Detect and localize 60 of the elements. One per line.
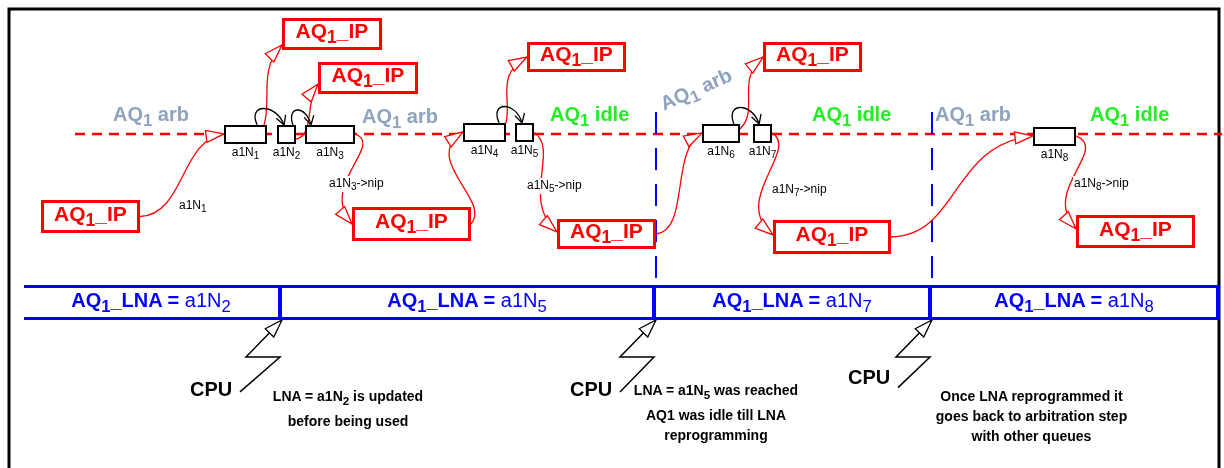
state-label: AQ$_{1}$ idle <box>812 103 892 131</box>
curved-arrow <box>444 131 476 225</box>
state-label: AQ$_{1}$ idle <box>550 103 630 131</box>
loop-arrow <box>496 105 525 124</box>
cpu-label: CPU <box>848 366 898 390</box>
cpu-label: CPU <box>190 378 240 402</box>
register-cell: AQ$_{1}$_LNA = a1N$_{8}$ <box>932 285 1220 320</box>
segment-box <box>702 124 740 161</box>
queue-box: AQ$_{1}$_IP <box>352 207 471 241</box>
segment-label: a1N$_{1}$ <box>231 145 260 162</box>
queue-box: AQ$_{1}$_IP <box>527 42 626 72</box>
segment-label: a1N$_{6}$ <box>707 144 735 161</box>
loop-arrow <box>290 109 314 126</box>
curved-arrow <box>890 133 1034 238</box>
segment-label: a1N$_{2}$ <box>272 145 301 162</box>
segment-box <box>1033 127 1076 164</box>
segment-label: a1N$_{4}$ <box>470 143 499 160</box>
segment-label: a1N$_{3}$ <box>316 145 344 162</box>
segment-label: a1N$_{7}$ <box>748 144 777 161</box>
annotation-note: LNA = a1N$_{2}$ is updated before being used <box>271 387 425 431</box>
segment-box <box>463 123 506 160</box>
curved-arrow <box>263 44 283 126</box>
segment-label: a1N$_{5}$ <box>510 143 539 160</box>
edge-label: a1N$_{3}$->nip <box>328 176 385 193</box>
curved-arrow <box>755 132 780 236</box>
lightning-arrow <box>239 319 283 393</box>
queue-box: AQ$_{1}$_IP <box>41 200 140 233</box>
edge-label: a1N$_{1}$ <box>178 198 208 215</box>
queue-box: AQ$_{1}$_IP <box>318 62 418 94</box>
queue-box: AQ$_{1}$_IP <box>282 18 382 50</box>
register-cell: AQ$_{1}$_LNA = a1N$_{2}$ <box>24 285 282 320</box>
curved-arrow <box>655 132 703 235</box>
queue-box: AQ$_{1}$_IP <box>763 42 862 72</box>
edge-label: a1N$_{8}$->nip <box>1073 176 1130 193</box>
state-label: AQ$_{1}$ arb <box>113 103 189 131</box>
queue-box: AQ$_{1}$_IP <box>557 219 656 249</box>
queue-box: AQ$_{1}$_IP <box>1076 215 1195 248</box>
state-label: AQ$_{1}$ arb <box>935 103 1011 131</box>
register-cell: AQ$_{1}$_LNA = a1N$_{5}$ <box>282 285 656 320</box>
lightning-arrow <box>618 319 657 393</box>
register-cell: AQ$_{1}$_LNA = a1N$_{7}$ <box>656 285 932 320</box>
edge-label: a1N$_{7}$->nip <box>771 182 828 199</box>
annotation-note: LNA = a1N$_{5}$ was reached AQ1 was idle till LNA reprogramming <box>632 381 800 445</box>
state-label: AQ$_{1}$ idle <box>1090 103 1170 131</box>
segment-label: a1N$_{8}$ <box>1040 147 1069 164</box>
curved-arrow <box>1060 135 1086 230</box>
curved-arrow <box>139 132 225 218</box>
edge-label: a1N$_{5}$->nip <box>526 178 583 195</box>
segment-box <box>305 125 355 162</box>
cpu-label: CPU <box>570 378 620 402</box>
lightning-arrow <box>894 319 933 389</box>
state-label: AQ$_{1}$ arb <box>362 105 438 133</box>
annotation-note: Once LNA reprogrammed it goes back to arbitration step with other queues <box>934 387 1129 446</box>
curved-arrow <box>739 56 764 130</box>
segment-box <box>224 125 267 162</box>
loop-arrow <box>731 106 761 125</box>
loop-arrow <box>254 107 286 126</box>
curved-arrow <box>295 83 319 140</box>
curved-arrow <box>505 56 528 124</box>
queue-box: AQ$_{1}$_IP <box>773 220 891 254</box>
